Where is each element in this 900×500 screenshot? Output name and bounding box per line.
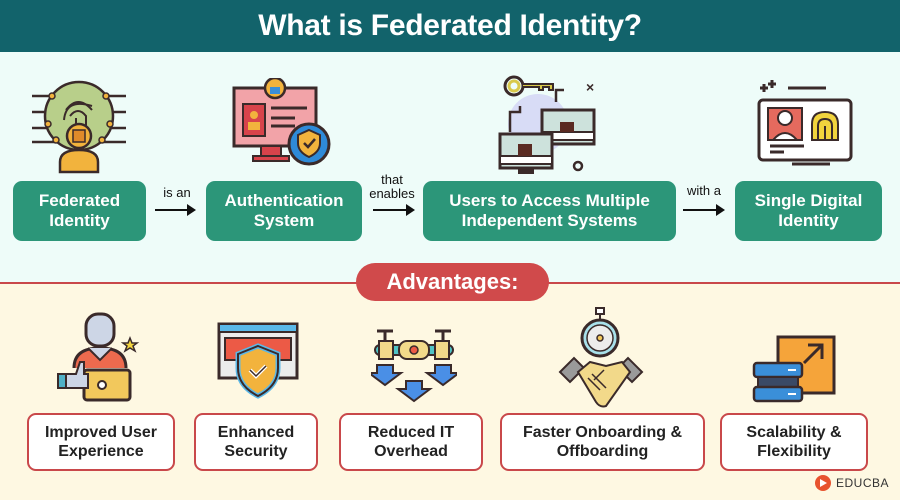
arrow-right-icon: [155, 204, 196, 216]
advantage-improved-user-experience: Improved User Experience: [27, 413, 175, 471]
advantages-heading: Advantages:: [356, 263, 549, 301]
monitor-shield-icon: [232, 78, 331, 166]
flow-node-label: Single Digital Identity: [754, 191, 863, 230]
server-scale-icon: [752, 335, 836, 403]
drone-arrows-down-icon: [371, 329, 457, 403]
flow-node-label: Users to Access Multiple Independent Sys…: [449, 191, 650, 230]
shield-check-icon: [217, 322, 299, 399]
advantage-enhanced-security: Enhanced Security: [194, 413, 318, 471]
advantage-label: Scalability & Flexibility: [746, 424, 842, 460]
educba-logo-icon: [815, 475, 831, 491]
arrow-right-icon: [373, 204, 415, 216]
flow-node-label: Authentication System: [224, 191, 344, 230]
svg-text:×: ×: [586, 79, 594, 95]
advantage-label: Enhanced Security: [217, 424, 295, 460]
flow-node-federated-identity: Federated Identity: [13, 181, 146, 241]
flow-node-authentication-system: Authentication System: [206, 181, 362, 241]
title-banner: What is Federated Identity?: [0, 0, 900, 52]
advantage-reduced-it-overhead: Reduced IT Overhead: [339, 413, 483, 471]
flow-node-users-access: Users to Access Multiple Independent Sys…: [423, 181, 676, 241]
advantage-faster-onboarding: Faster Onboarding & Offboarding: [500, 413, 705, 471]
brand-name: EDUCBA: [836, 476, 890, 490]
advantage-label: Faster Onboarding & Offboarding: [522, 424, 683, 460]
advantage-label: Improved User Experience: [44, 424, 158, 460]
brand-logo: EDUCBA: [814, 474, 889, 492]
user-laptop-thumbs-up-icon: [57, 312, 140, 402]
id-card-fingerprint-icon: [757, 80, 853, 166]
key-monitors-icon: ×: [498, 75, 596, 174]
stopwatch-handshake-icon: [558, 307, 644, 408]
page-title: What is Federated Identity?: [258, 9, 642, 42]
connector-label: with a: [687, 183, 721, 198]
advantage-label: Reduced IT Overhead: [367, 424, 455, 460]
connector-label: that enables: [369, 172, 415, 201]
definition-section: [0, 52, 900, 282]
fingerprint-user-icon: [32, 80, 126, 174]
advantage-scalability: Scalability & Flexibility: [720, 413, 868, 471]
connector-label: is an: [163, 185, 191, 200]
arrow-right-icon: [683, 204, 725, 216]
flow-node-single-digital-identity: Single Digital Identity: [735, 181, 882, 241]
flow-node-label: Federated Identity: [38, 191, 121, 230]
